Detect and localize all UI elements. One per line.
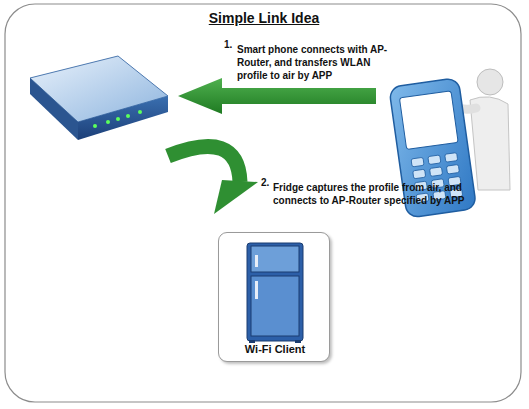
title: Simple Link Idea (209, 10, 319, 26)
frame (5, 4, 521, 402)
client-box: Wi-Fi Client (218, 232, 330, 362)
router-icon (30, 56, 168, 140)
callout-number: 1. (224, 38, 232, 51)
green-arrow (178, 78, 376, 114)
callout-number: 2. (261, 176, 269, 189)
box-label: Wi-Fi Client (219, 343, 331, 355)
curved-arrow (168, 146, 258, 214)
note-text: Smart phone connects with AP-Router, and… (237, 43, 402, 82)
note-text: Fridge captures the profile from air, an… (273, 181, 488, 207)
